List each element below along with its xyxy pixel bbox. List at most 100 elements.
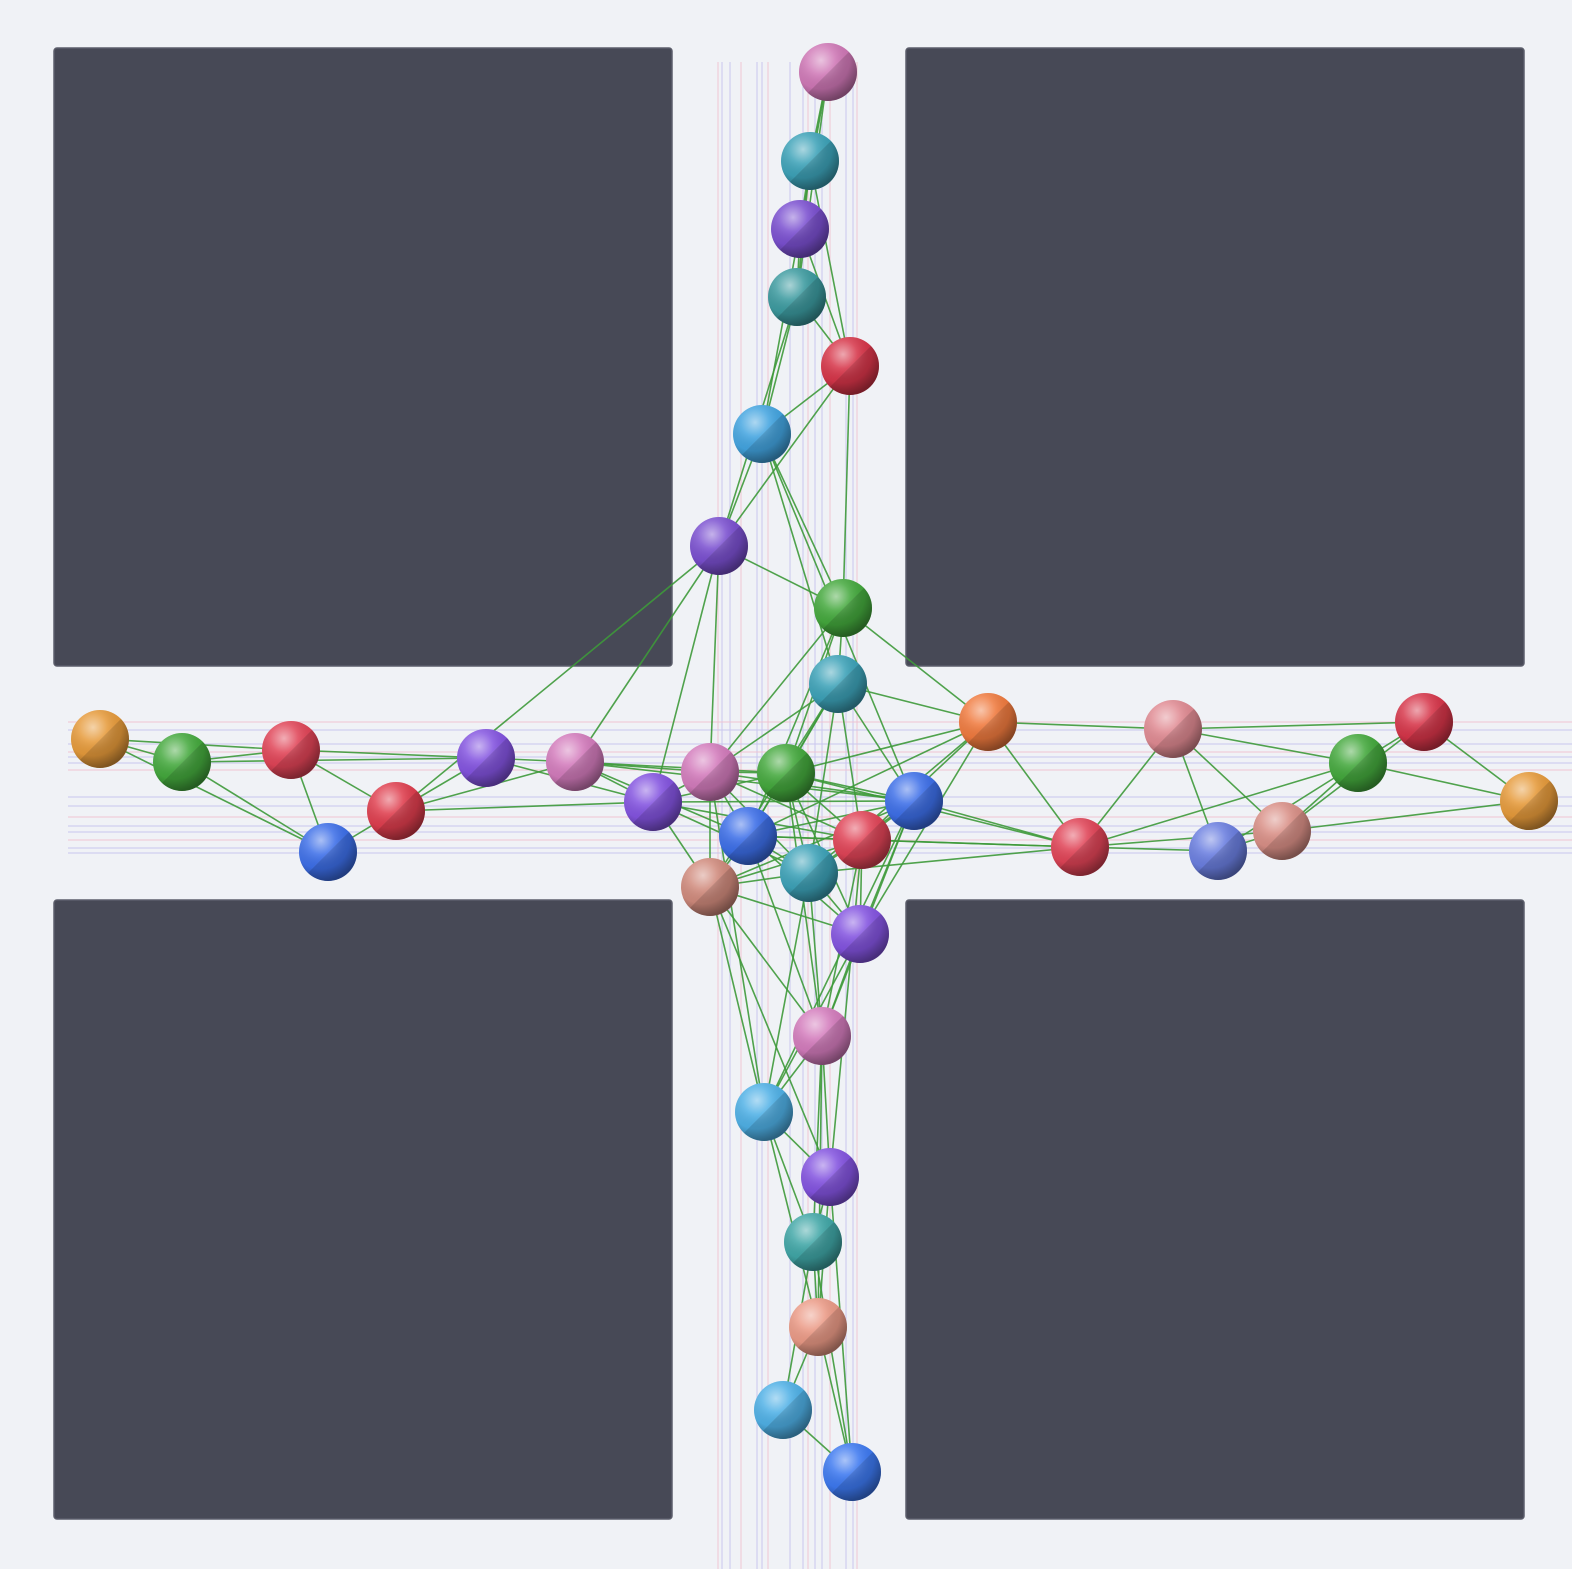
agent-sphere[interactable] bbox=[1189, 822, 1247, 880]
agent-highlight bbox=[262, 721, 320, 779]
agent-link bbox=[987, 721, 1174, 730]
agent-highlight bbox=[833, 811, 891, 869]
agent-sphere[interactable] bbox=[757, 744, 815, 802]
agent-highlight bbox=[781, 132, 839, 190]
agent-sphere[interactable] bbox=[771, 200, 829, 258]
agent-highlight bbox=[784, 1213, 842, 1271]
agent-link bbox=[761, 433, 844, 609]
agent-sphere[interactable] bbox=[831, 905, 889, 963]
agent-link bbox=[709, 886, 831, 1178]
agent-highlight bbox=[624, 773, 682, 831]
agent-highlight bbox=[1329, 734, 1387, 792]
agent-sphere[interactable] bbox=[299, 823, 357, 881]
agent-sphere[interactable] bbox=[1051, 818, 1109, 876]
agent-sphere[interactable] bbox=[754, 1381, 812, 1439]
agent-link bbox=[574, 545, 720, 763]
agent-sphere[interactable] bbox=[733, 405, 791, 463]
agent-sphere[interactable] bbox=[681, 743, 739, 801]
agent-link bbox=[761, 433, 839, 685]
agent-highlight bbox=[71, 710, 129, 768]
agent-sphere[interactable] bbox=[690, 517, 748, 575]
agent-sphere[interactable] bbox=[823, 1443, 881, 1501]
agent-sphere[interactable] bbox=[821, 337, 879, 395]
agent-sphere[interactable] bbox=[801, 1148, 859, 1206]
agent-link bbox=[1079, 830, 1283, 848]
agent-sphere[interactable] bbox=[809, 655, 867, 713]
agent-sphere[interactable] bbox=[153, 733, 211, 791]
agent-highlight bbox=[1189, 822, 1247, 880]
agent-sphere[interactable] bbox=[793, 1007, 851, 1065]
agent-highlight bbox=[885, 772, 943, 830]
agent-highlight bbox=[546, 733, 604, 791]
agent-highlight bbox=[1500, 772, 1558, 830]
agent-sphere[interactable] bbox=[814, 579, 872, 637]
agent-link bbox=[1079, 762, 1359, 848]
agent-sphere[interactable] bbox=[799, 43, 857, 101]
agent-highlight bbox=[1144, 700, 1202, 758]
agent-link bbox=[718, 365, 851, 547]
agent-sphere[interactable] bbox=[781, 132, 839, 190]
agent-link bbox=[709, 800, 915, 888]
agent-sphere[interactable] bbox=[719, 807, 777, 865]
agent-highlight bbox=[793, 1007, 851, 1065]
agent-link bbox=[709, 607, 844, 773]
agent-sphere[interactable] bbox=[457, 729, 515, 787]
agent-highlight bbox=[814, 579, 872, 637]
agent-sphere[interactable] bbox=[1253, 802, 1311, 860]
agent-highlight bbox=[733, 405, 791, 463]
agent-highlight bbox=[690, 517, 748, 575]
agent-sphere[interactable] bbox=[1144, 700, 1202, 758]
agent-sphere[interactable] bbox=[546, 733, 604, 791]
city-blocks bbox=[53, 47, 1525, 1520]
agent-sphere[interactable] bbox=[624, 773, 682, 831]
agent-sphere[interactable] bbox=[681, 858, 739, 916]
agent-sphere[interactable] bbox=[1500, 772, 1558, 830]
agent-link bbox=[785, 772, 823, 1037]
agent-sphere[interactable] bbox=[780, 844, 838, 902]
agent-link bbox=[785, 721, 989, 774]
agents bbox=[71, 43, 1558, 1501]
agent-sphere[interactable] bbox=[367, 782, 425, 840]
agent-sphere[interactable] bbox=[885, 772, 943, 830]
agent-sphere[interactable] bbox=[1329, 734, 1387, 792]
agent-highlight bbox=[821, 337, 879, 395]
agent-sphere[interactable] bbox=[262, 721, 320, 779]
agent-highlight bbox=[789, 1298, 847, 1356]
agent-link bbox=[99, 738, 329, 853]
agent-highlight bbox=[801, 1148, 859, 1206]
agent-highlight bbox=[1395, 693, 1453, 751]
agent-sphere[interactable] bbox=[768, 268, 826, 326]
agent-sphere[interactable] bbox=[789, 1298, 847, 1356]
agent-highlight bbox=[1051, 818, 1109, 876]
agent-highlight bbox=[809, 655, 867, 713]
agent-link bbox=[842, 365, 851, 609]
agent-link bbox=[574, 761, 787, 774]
agent-link bbox=[842, 607, 989, 723]
agent-sphere[interactable] bbox=[784, 1213, 842, 1271]
agent-sphere[interactable] bbox=[1395, 693, 1453, 751]
agent-highlight bbox=[823, 1443, 881, 1501]
agent-highlight bbox=[299, 823, 357, 881]
agent-sphere[interactable] bbox=[959, 693, 1017, 751]
agent-link bbox=[709, 771, 765, 1113]
agent-sphere[interactable] bbox=[71, 710, 129, 768]
agent-highlight bbox=[959, 693, 1017, 751]
agent-link bbox=[808, 683, 839, 874]
agent-link bbox=[181, 757, 487, 763]
agent-highlight bbox=[153, 733, 211, 791]
agent-link bbox=[763, 800, 915, 1113]
agent-link bbox=[812, 1241, 853, 1473]
agent-link bbox=[395, 545, 720, 812]
agent-highlight bbox=[719, 807, 777, 865]
agent-link bbox=[747, 835, 823, 1037]
block-top-right bbox=[905, 47, 1525, 667]
agent-sphere[interactable] bbox=[735, 1083, 793, 1141]
agent-link bbox=[1172, 721, 1425, 730]
agent-highlight bbox=[681, 858, 739, 916]
agent-highlight bbox=[768, 268, 826, 326]
agent-highlight bbox=[799, 43, 857, 101]
agent-link bbox=[761, 228, 801, 435]
agent-sphere[interactable] bbox=[833, 811, 891, 869]
agent-link bbox=[1172, 728, 1359, 764]
